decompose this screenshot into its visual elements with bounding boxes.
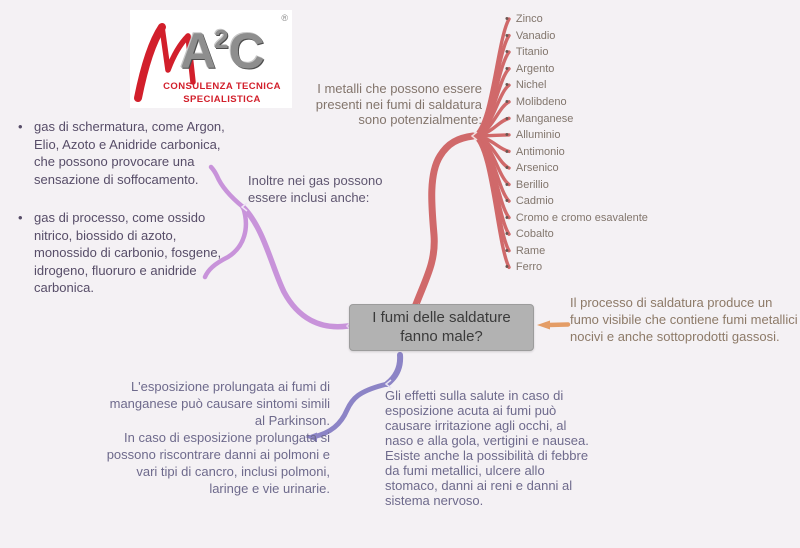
gas-list-item[interactable]: gas di processo, come ossido nitrico, bi… <box>18 209 234 297</box>
metals-item-list: ZincoVanadioTitanioArgentoNichelMolibden… <box>505 11 648 276</box>
registered-trademark-icon: ® <box>281 13 288 23</box>
metals-branch-node[interactable]: I metalli che possono essere presenti ne… <box>315 81 482 127</box>
metal-list-item[interactable]: Ferro <box>505 259 648 276</box>
chronic-effects-paragraph: L'esposizione prolungata ai fumi di mang… <box>109 379 330 428</box>
chronic-effects-node[interactable]: L'esposizione prolungata ai fumi di mang… <box>98 378 330 497</box>
metals-junction-marker <box>470 131 478 141</box>
gases-branch-trunk <box>240 204 351 330</box>
gases-branch-node[interactable]: Inoltre nei gas possono essere inclusi a… <box>248 173 383 205</box>
metal-list-item[interactable]: Cromo e cromo esavalente <box>505 210 648 227</box>
central-topic-label: I fumi delle saldature fanno male? <box>372 308 511 345</box>
logo-brand-text: A2C <box>180 23 265 79</box>
metal-list-item[interactable]: Vanadio <box>505 28 648 45</box>
metal-list-item[interactable]: Berillio <box>505 176 648 193</box>
company-logo: A2C ® CONSULENZA TECNICA SPECIALISTICA <box>130 10 292 108</box>
health-branch-chronic <box>310 381 390 440</box>
metal-list-item[interactable]: Molibdeno <box>505 94 648 111</box>
metal-list-item[interactable]: Zinco <box>505 11 648 28</box>
health-junction-marker <box>384 379 392 389</box>
metal-list-item[interactable]: Arsenico <box>505 160 648 177</box>
logo-swoosh-icon <box>134 23 196 102</box>
metal-list-item[interactable]: Antimonio <box>505 143 648 160</box>
metal-list-item[interactable]: Argento <box>505 61 648 78</box>
metal-list-item[interactable]: Cobalto <box>505 226 648 243</box>
logo-letter-c: C <box>228 23 265 79</box>
gases-item-list: gas di schermatura, come Argon, Elio, Az… <box>18 118 234 318</box>
gases-junction-marker <box>240 202 248 212</box>
logo-tagline-2: SPECIALISTICA <box>183 94 261 105</box>
logo-sup-2: 2 <box>214 24 229 54</box>
metal-list-item[interactable]: Alluminio <box>505 127 648 144</box>
logo-tagline-1: CONSULENZA TECNICA <box>163 81 281 92</box>
central-topic-node[interactable]: I fumi delle saldature fanno male? <box>349 304 534 351</box>
chronic-effects-paragraph: In caso di esposizione prolungata si pos… <box>106 430 330 496</box>
metal-list-item[interactable]: Manganese <box>505 110 648 127</box>
metal-list-item[interactable]: Cadmio <box>505 193 648 210</box>
smoke-branch-arrowhead <box>537 320 550 330</box>
logo-letter-a: A <box>180 23 216 79</box>
metals-branch-fan <box>471 17 511 269</box>
health-chronic-arrowhead <box>305 432 317 442</box>
metals-branch-trunk <box>411 132 477 311</box>
smoke-branch-node[interactable]: Il processo di saldatura produce un fumo… <box>570 295 798 344</box>
smoke-branch-connector <box>545 322 571 328</box>
acute-effects-node[interactable]: Gli effetti sulla salute in caso di espo… <box>385 388 589 508</box>
metal-list-item[interactable]: Titanio <box>505 44 648 61</box>
health-branch-trunk <box>384 352 404 387</box>
metal-list-item[interactable]: Nichel <box>505 77 648 94</box>
gas-list-item[interactable]: gas di schermatura, come Argon, Elio, Az… <box>18 118 234 188</box>
metal-list-item[interactable]: Rame <box>505 243 648 260</box>
